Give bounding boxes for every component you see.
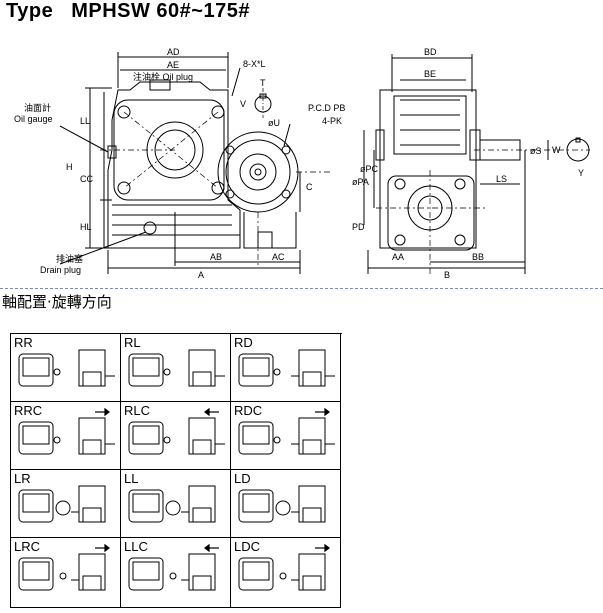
side-housing	[379, 89, 477, 249]
arrangement-sketch	[238, 543, 330, 591]
arrangement-sketch	[18, 349, 115, 387]
dim-BD: BD	[424, 47, 437, 57]
dim-AB: AB	[210, 252, 222, 262]
oil-gauge-jp: 油面計	[24, 102, 51, 113]
pk-label: 4-PK	[322, 116, 342, 126]
dim-PC: øPC	[360, 164, 379, 174]
dim-HL: HL	[80, 222, 92, 232]
arrangement-cell: LR	[11, 470, 121, 538]
dim-AE: AE	[167, 60, 179, 70]
oil-gauge-en: Oil gauge	[14, 114, 53, 124]
arrangement-cell: LRC	[11, 538, 121, 608]
arrangement-sketch	[18, 485, 106, 523]
dim-PD: PD	[352, 222, 365, 232]
arrangement-code: LRC	[14, 539, 41, 554]
arrangement-cell: RDC	[231, 402, 341, 470]
arrangement-sketch	[128, 543, 219, 591]
output-shaft	[479, 139, 521, 161]
arrangement-cell: LL	[121, 470, 231, 538]
output-bore-inner	[154, 129, 196, 171]
drain-plug	[143, 221, 157, 235]
arrangement-code: LR	[14, 471, 31, 486]
dim-B: B	[444, 270, 450, 280]
dim-AC: AC	[272, 252, 285, 262]
dim-V: V	[240, 99, 246, 109]
arrangement-cell: RRC	[11, 402, 121, 470]
dim-AA: AA	[392, 252, 404, 262]
dim-H: H	[66, 162, 73, 172]
oil-plug-boss	[149, 79, 171, 91]
arrangement-sketch	[18, 543, 110, 591]
arrangement-sketch	[238, 485, 326, 523]
dim-AD: AD	[167, 47, 180, 57]
arrangement-cell: RD	[231, 334, 341, 402]
arrangement-code: LD	[234, 471, 251, 486]
arrangement-code: RD	[234, 335, 253, 350]
arrangement-cell: RL	[121, 334, 231, 402]
arrangement-cell: LD	[231, 470, 341, 538]
dim-A: A	[198, 270, 204, 280]
arrangement-sketch	[18, 407, 115, 455]
drain-plug-jp: 排油塞	[56, 253, 83, 264]
bolt-label: 8-X*L	[243, 59, 266, 69]
dim-T: T	[260, 78, 266, 88]
dim-BB: BB	[472, 252, 484, 262]
dim-BE: BE	[424, 69, 436, 79]
arrangement-code: RRC	[14, 403, 43, 418]
arrangement-cell: LDC	[231, 538, 341, 608]
arrangement-cell: LLC	[121, 538, 231, 608]
arrangement-code: RLC	[124, 403, 151, 418]
arrangement-code: RL	[124, 335, 141, 350]
arrangement-code: LL	[124, 471, 139, 486]
dim-S: øS	[530, 146, 542, 156]
drain-plug-en: Drain plug	[40, 265, 81, 275]
arrangement-code: LLC	[124, 539, 148, 554]
dim-C: C	[306, 182, 313, 192]
page-title: Type MPHSW 60#~175#	[6, 0, 250, 23]
model-label: MPHSW 60#~175#	[71, 0, 250, 22]
arrangement-code: LDC	[234, 539, 261, 554]
arrangement-code: RDC	[234, 403, 263, 418]
type-label: Type	[6, 0, 54, 22]
dim-LS: LS	[496, 174, 507, 184]
shaft-end	[566, 138, 590, 162]
arrangement-sketch	[238, 407, 335, 455]
dim-Y: Y	[578, 168, 584, 178]
arrangement-sketch	[128, 349, 225, 387]
section-divider	[0, 288, 603, 289]
dim-PA: øPA	[352, 177, 369, 187]
arrangement-cell: RR	[11, 334, 121, 402]
arrangement-sketch	[128, 407, 225, 455]
pcd-label: P.C.D PB	[308, 103, 345, 113]
arrangement-code: RR	[14, 335, 33, 350]
section-title: 軸配置·旋轉方向	[2, 293, 112, 311]
oil-plug-label: 注油栓 Oil plug	[133, 71, 193, 82]
arrangement-cell: RLC	[121, 402, 231, 470]
arrangement-grid: RR RL RD RRC RLC RDC LR LL LD LRC LLC LDC	[10, 333, 342, 608]
dim-W: W	[552, 145, 561, 155]
arrangement-sketch	[238, 349, 335, 387]
dim-U: øU	[268, 118, 280, 128]
technical-drawing: AD AE 注油栓 Oil plug 8-X*L T V øU P.C.D PB…	[14, 47, 590, 280]
dim-LL: LL	[80, 116, 90, 126]
arrangement-sketch	[128, 485, 216, 523]
dim-CC: CC	[80, 174, 93, 184]
input-flange	[217, 131, 299, 213]
